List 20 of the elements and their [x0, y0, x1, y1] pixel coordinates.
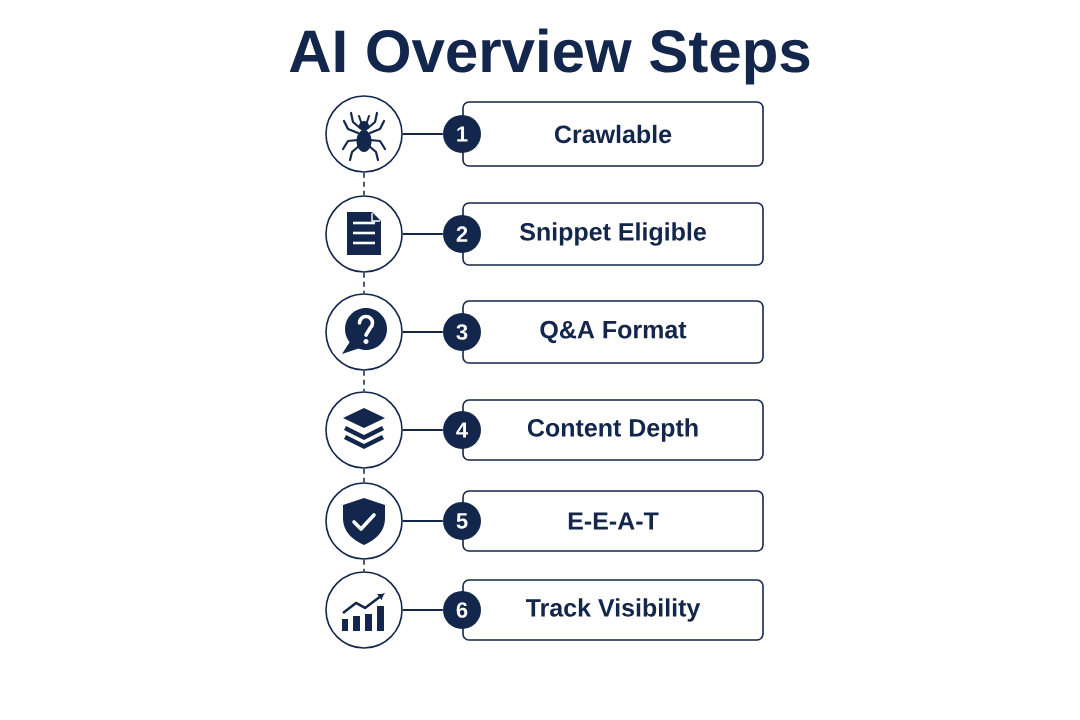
number-badge: 6 — [443, 591, 481, 629]
dashed-connector — [363, 370, 365, 392]
connector-line — [401, 133, 444, 135]
number-badge: 5 — [443, 502, 481, 540]
number-badge: 4 — [443, 411, 481, 449]
title: AI Overview Steps — [289, 28, 810, 85]
connector-line — [401, 233, 444, 235]
number-badge: 1 — [443, 115, 481, 153]
connector-line — [401, 520, 444, 522]
dashed-connector — [363, 468, 365, 483]
number-badge: 2 — [443, 215, 481, 253]
number-badge: 3 — [443, 313, 481, 351]
icon-circle — [325, 95, 403, 173]
connector-line — [401, 609, 444, 611]
connector-line — [401, 331, 444, 333]
dashed-connector — [363, 559, 365, 572]
connector-line — [401, 429, 444, 431]
icon-circle — [325, 391, 403, 469]
dashed-connector — [363, 272, 365, 294]
dashed-connector — [363, 172, 365, 196]
